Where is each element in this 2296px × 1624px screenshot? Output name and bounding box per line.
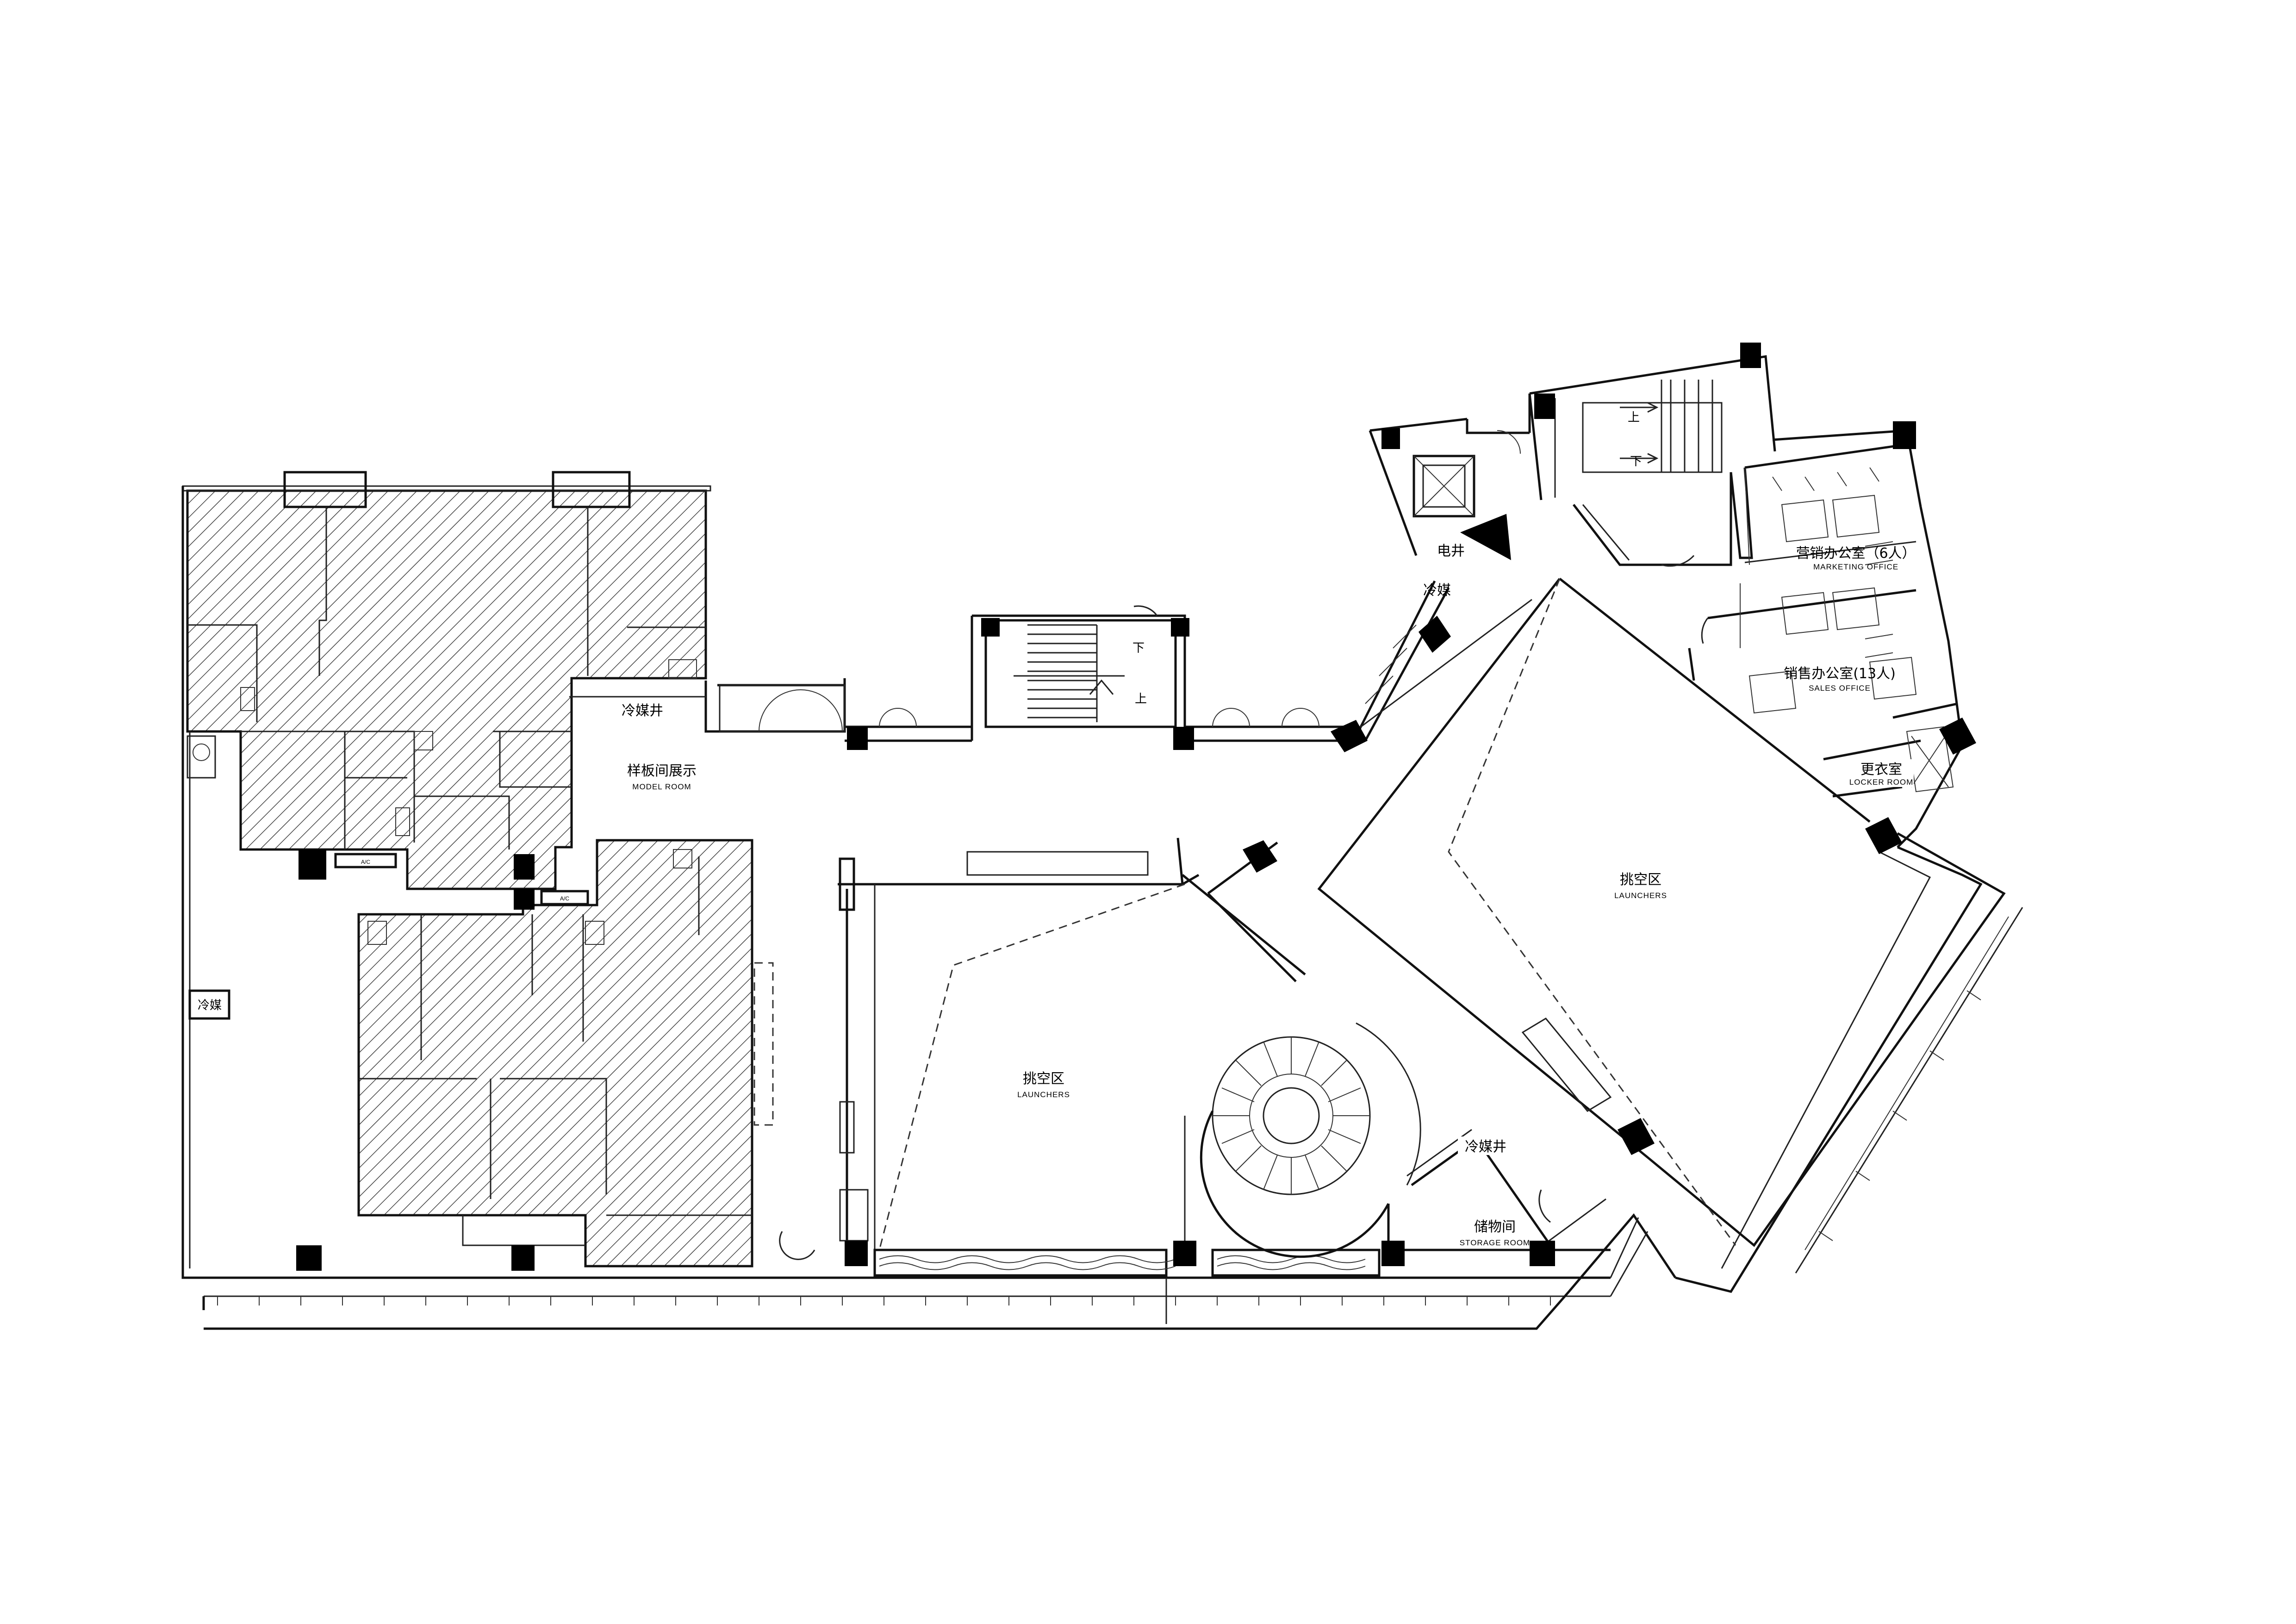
column [1331,720,1368,752]
column [1173,1241,1196,1266]
column [1534,394,1555,419]
column [1939,718,1976,755]
room-label-storage: 储物间 [1474,1219,1516,1235]
column [1893,421,1916,449]
outer-walls [181,355,1983,1330]
entry-doors [719,430,1521,732]
column [514,889,535,910]
shaft-label-refrigerant: 冷媒 [1423,582,1451,599]
room-label-marketing-office-en: MARKETING OFFICE [1813,562,1898,571]
room-label-sales-office-en: SALES OFFICE [1809,684,1871,693]
column [1381,428,1400,449]
right-void [1317,578,2023,1274]
structural-columns [296,343,1976,1271]
room-label-locker: 更衣室 [1860,762,1902,778]
column [981,618,1000,637]
column [1381,1241,1405,1266]
spiral-stair [1184,1022,1421,1258]
column [1460,514,1511,560]
stair-label-up: 上 [1135,692,1147,706]
ne-core [1412,380,1958,798]
room-label-marketing-office: 营销办公室（6人） [1796,545,1916,562]
column [1865,817,1902,854]
room-label-launchers: 挑空区 [1023,1071,1064,1087]
room-label-storage-en: STORAGE ROOM [1460,1238,1530,1247]
column [1173,727,1194,750]
room-labels: 样板间展示 MODEL ROOM 冷媒井 挑空区 LAUNCHERS 挑空区 L… [198,411,1916,1247]
column [511,1245,535,1271]
column [1530,1241,1555,1266]
room-label-model-room: 样板间展示 [627,763,697,779]
column [1171,618,1189,637]
stair-label-down: 下 [1630,455,1642,468]
shaft-label-refrigerant: 冷媒 [198,999,222,1012]
room-label-model-room-en: MODEL ROOM [632,782,691,791]
room-label-locker-en: LOCKER ROOM [1849,778,1914,787]
center-stair [984,605,1177,728]
column [299,849,326,880]
room-label-sales-office: 销售办公室(13人) [1784,666,1896,682]
shaft-label-refrigerant: 冷媒井 [622,703,663,719]
south-facade [217,1296,1551,1305]
column [1618,1118,1655,1155]
column [514,854,535,880]
ac-tag: A/C [560,895,569,902]
room-label-launchers-en: LAUNCHERS [1017,1090,1070,1099]
central-void [753,837,1381,1277]
model-unit-upper: A/C [182,471,711,890]
shaft-label-refrigerant: 冷媒井 [1465,1139,1506,1155]
column [847,727,868,750]
room-label-launchers-en: LAUNCHERS [1614,891,1667,900]
column [296,1245,322,1271]
column [1740,343,1761,368]
column [1419,616,1451,653]
west-fixtures [187,735,815,1260]
stair-label-down: 下 [1132,641,1145,655]
room-label-launchers: 挑空区 [1620,872,1661,888]
shaft-label-electrical: 电井 [1437,543,1465,559]
model-unit-lower: A/C [357,839,753,1268]
column [845,1241,868,1266]
stair-label-up: 上 [1628,411,1640,425]
column [1243,840,1277,873]
ac-tag: A/C [361,859,370,865]
